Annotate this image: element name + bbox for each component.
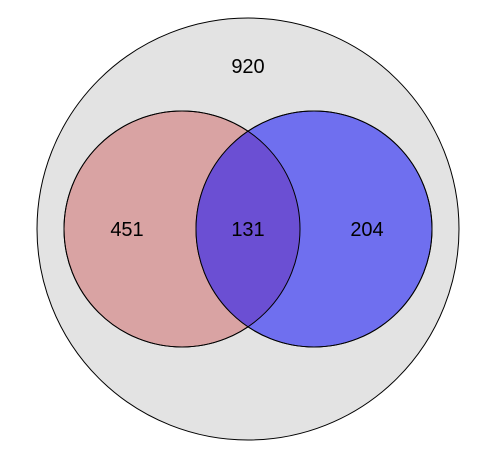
intersection-count: 131 — [231, 219, 264, 241]
right-only-count: 204 — [350, 219, 383, 241]
intersection-region — [196, 111, 300, 347]
left-only-count: 451 — [110, 219, 143, 241]
universe-count: 920 — [231, 56, 264, 78]
left-set-outline — [63, 110, 301, 348]
right-set-outline — [195, 110, 433, 348]
